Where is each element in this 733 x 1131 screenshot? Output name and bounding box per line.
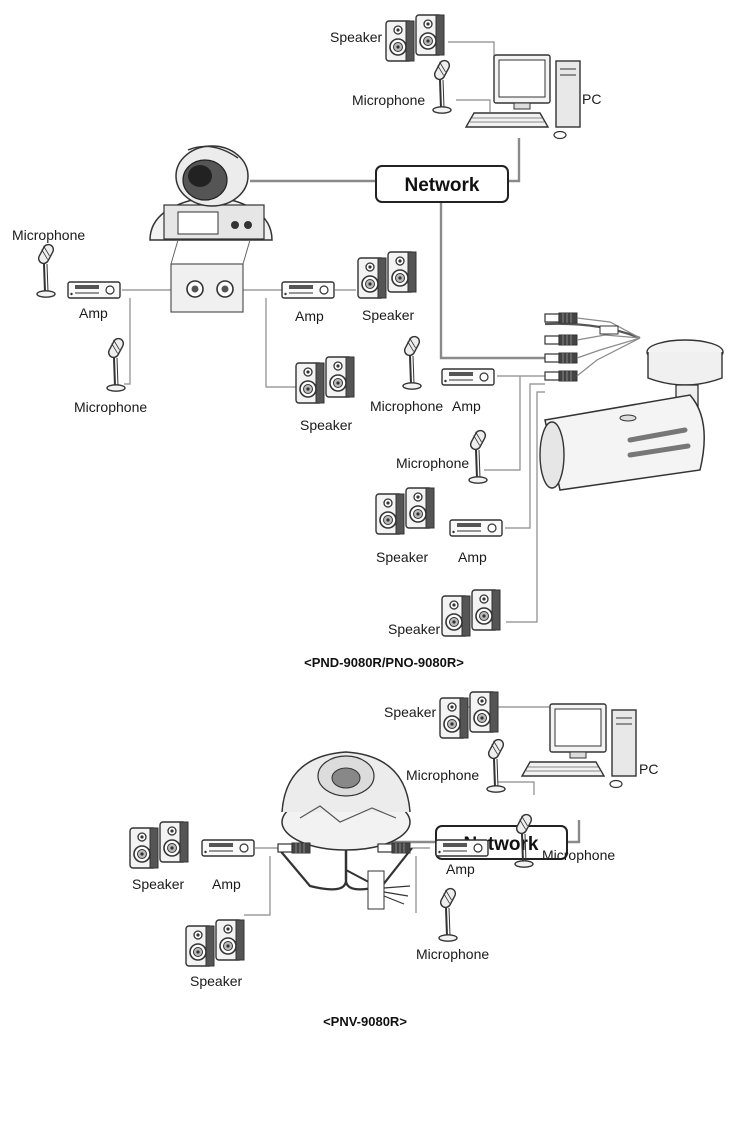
microphone-label: Microphone — [406, 767, 479, 783]
microphone-label: Microphone — [416, 946, 489, 962]
dome-camera-icon — [150, 146, 272, 240]
cable-connector-icon — [545, 353, 577, 363]
network-label: Network — [405, 175, 480, 196]
figure-caption: <PND-9080R/PNO-9080R> — [304, 655, 464, 670]
speaker-label: Speaker — [384, 704, 436, 720]
bullet-camera-icon — [540, 324, 723, 490]
cable-connector-icon — [545, 371, 577, 381]
pc-icon — [522, 704, 636, 788]
amp-icon — [68, 282, 120, 298]
microphone-label: Microphone — [396, 455, 469, 471]
cable-connector-icon — [545, 313, 577, 323]
speaker-label: Speaker — [376, 549, 428, 565]
speaker-label: Speaker — [132, 876, 184, 892]
dome-camera-icon — [282, 752, 410, 880]
speaker-label: Speaker — [300, 417, 352, 433]
speaker-label: Speaker — [388, 621, 440, 637]
speaker-icon — [386, 15, 444, 61]
cable-tag — [600, 326, 618, 334]
microphone-icon — [37, 243, 55, 297]
cable-connector-icon — [278, 843, 310, 853]
audio-terminal-inset — [171, 240, 250, 312]
speaker-icon — [296, 357, 354, 403]
amp-icon — [436, 840, 488, 856]
microphone-label: Microphone — [352, 92, 425, 108]
microphone-label: Microphone — [370, 398, 443, 414]
cable-connector-icon — [545, 335, 577, 345]
cable-tag — [368, 871, 384, 909]
amp-icon — [450, 520, 502, 536]
amp-icon — [202, 840, 254, 856]
pc-icon — [466, 55, 580, 139]
pc-label: PC — [639, 761, 658, 777]
speaker-icon — [440, 692, 498, 738]
cable-connector-icon — [378, 843, 410, 853]
speaker-icon — [186, 920, 244, 966]
amp-icon — [282, 282, 334, 298]
network-box: Network — [376, 166, 508, 202]
figure-caption: <PNV-9080R> — [323, 1014, 407, 1029]
speaker-label: Speaker — [362, 307, 414, 323]
microphone-icon — [469, 429, 487, 483]
microphone-label: Microphone — [74, 399, 147, 415]
microphone-icon — [439, 887, 457, 941]
microphone-label: Microphone — [12, 227, 85, 243]
microphone-icon — [403, 335, 421, 389]
speaker-label: Speaker — [330, 29, 382, 45]
microphone-icon — [433, 59, 451, 113]
pc-label: PC — [582, 91, 601, 107]
microphone-label: Microphone — [542, 847, 615, 863]
amp-icon — [442, 369, 494, 385]
amp-label: Amp — [458, 549, 487, 565]
amp-label: Amp — [452, 398, 481, 414]
speaker-icon — [130, 822, 188, 868]
speaker-icon — [358, 252, 416, 298]
microphone-icon — [487, 738, 505, 792]
microphone-icon — [107, 337, 125, 391]
amp-label: Amp — [212, 876, 241, 892]
amp-label: Amp — [446, 861, 475, 877]
speaker-icon — [442, 590, 500, 636]
speaker-icon — [376, 488, 434, 534]
amp-label: Amp — [79, 305, 108, 321]
amp-label: Amp — [295, 308, 324, 324]
speaker-label: Speaker — [190, 973, 242, 989]
